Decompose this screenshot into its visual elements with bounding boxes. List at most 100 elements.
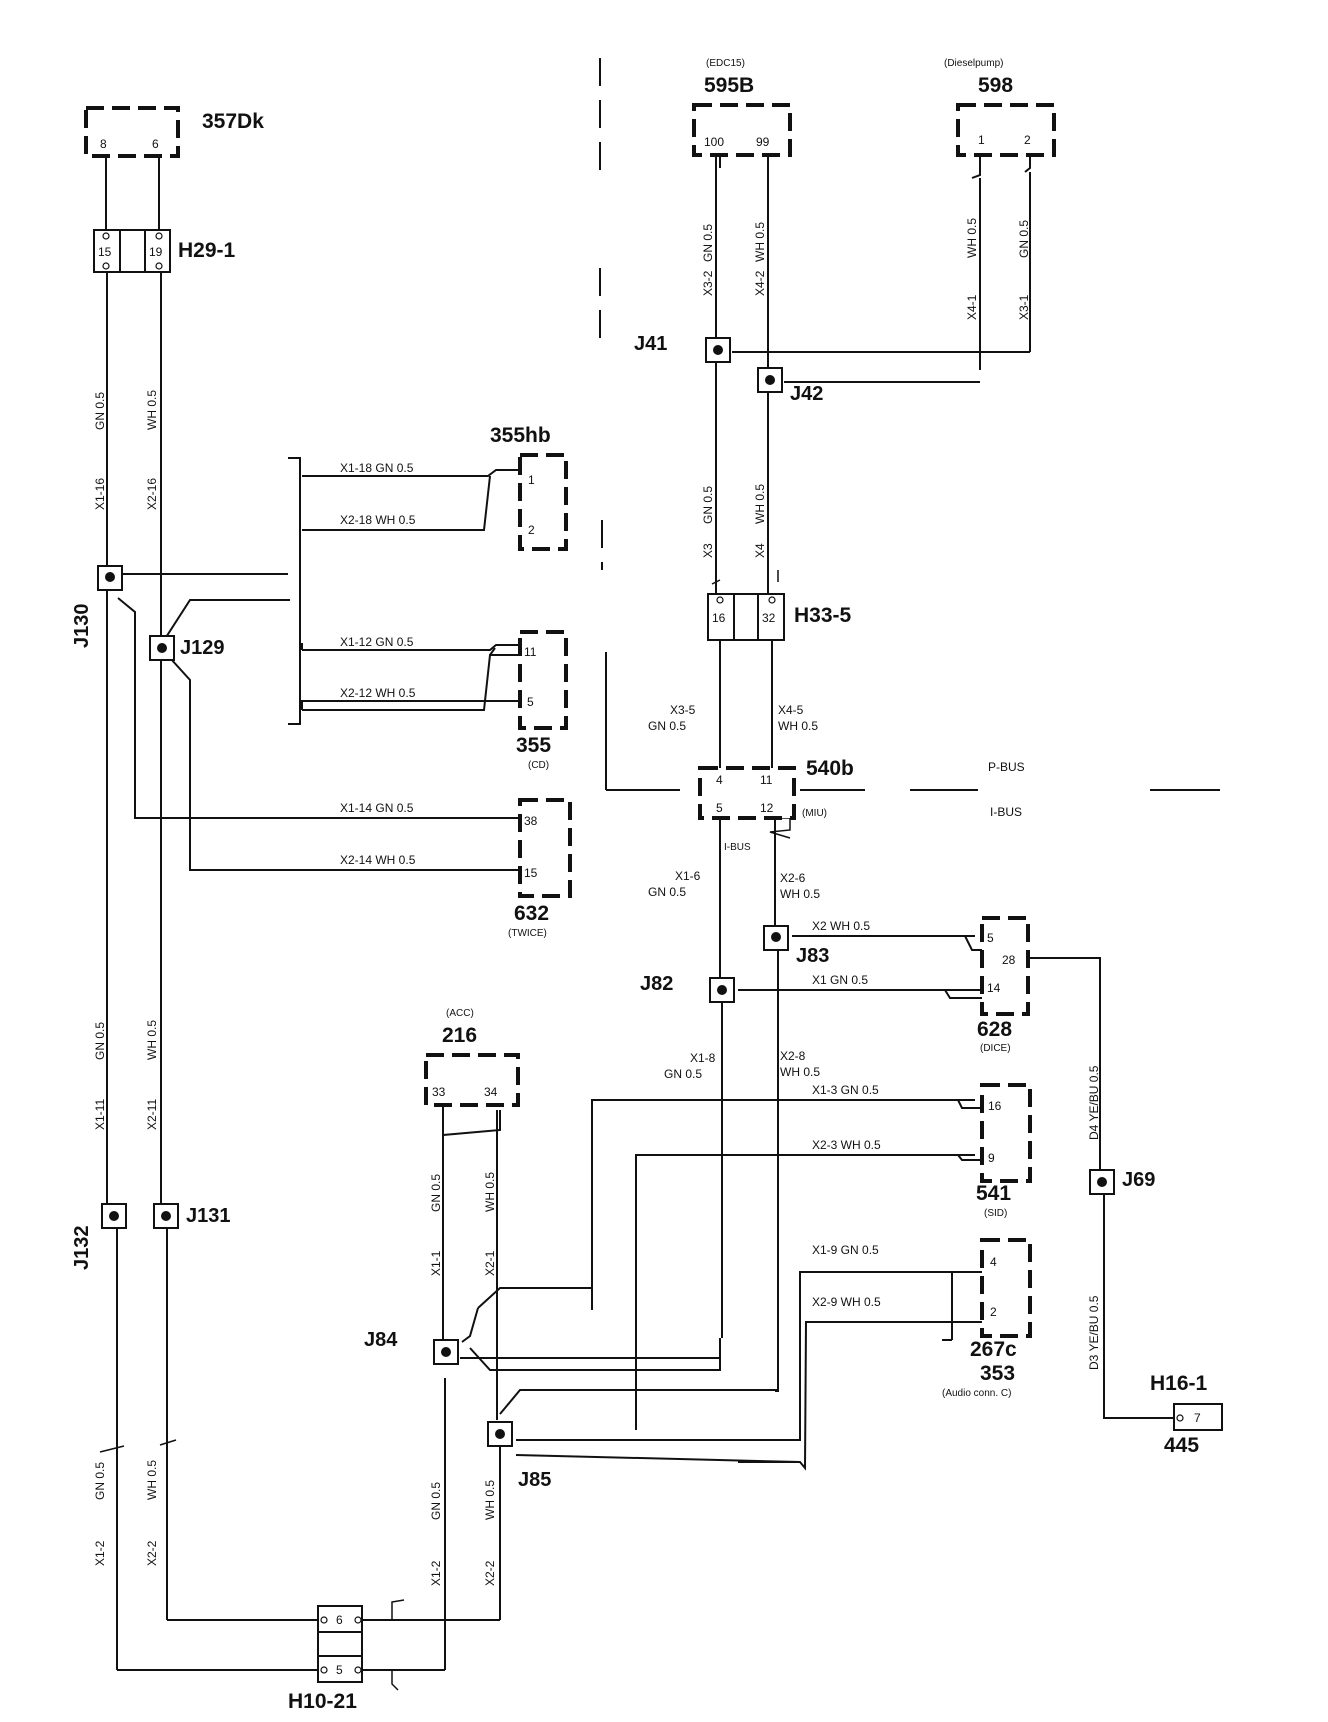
- pin-label: 6: [336, 1613, 343, 1627]
- pin-label: 4: [990, 1255, 997, 1269]
- i-bus-small-label: I-BUS: [724, 842, 751, 853]
- pin-label: 34: [484, 1085, 498, 1099]
- wire-label: X4: [753, 543, 767, 558]
- junction-label-j130: J130: [71, 604, 93, 649]
- component-label-628: 628: [977, 1018, 1012, 1041]
- wire-label: X2 WH 0.5: [812, 919, 870, 933]
- wire-label: GN 0.5: [701, 486, 715, 524]
- component-sub-216: (ACC): [446, 1008, 474, 1019]
- pin-label: 32: [762, 611, 776, 625]
- pin-label: 15: [524, 866, 538, 880]
- wire-label: WH 0.5: [965, 218, 979, 258]
- pin-label: 12: [760, 801, 774, 815]
- pin-label: 11: [524, 645, 537, 659]
- wire-label: D4 YE/BU 0.5: [1087, 1065, 1101, 1140]
- wire-label: GN 0.5: [648, 885, 686, 899]
- pin-label: 19: [149, 245, 163, 259]
- wire-label: X1-12 GN 0.5: [340, 635, 414, 649]
- connector-357dk: 8 6: [84, 106, 180, 158]
- wire-label: X2-16: [145, 478, 159, 510]
- wire-label: X4-1: [965, 294, 979, 320]
- wire-label: X3-1: [1017, 294, 1031, 320]
- wire-label: X1-1: [429, 1250, 443, 1276]
- component-sub-598: (Dieselpump): [944, 58, 1003, 69]
- pin-label: 6: [152, 137, 159, 151]
- connector-355hb: 1 2: [518, 453, 568, 551]
- junction-label-j69: J69: [1122, 1169, 1155, 1191]
- wire-label: WH 0.5: [145, 1460, 159, 1500]
- wire-label: X2-18 WH 0.5: [340, 513, 416, 527]
- component-sub-541: (SID): [984, 1208, 1007, 1219]
- pin-label: 2: [528, 523, 535, 537]
- wire-label: WH 0.5: [780, 887, 820, 901]
- junction-j132: [101, 1203, 127, 1229]
- bus-divider-vertical: [599, 58, 607, 790]
- wire-label: X1-2: [93, 1540, 107, 1566]
- pin-label: 5: [336, 1663, 343, 1677]
- component-sub-267c: (Audio conn. C): [942, 1388, 1011, 1399]
- wire-label: GN 0.5: [648, 719, 686, 733]
- wire-label: D3 YE/BU 0.5: [1087, 1295, 1101, 1370]
- pin-label: 4: [716, 773, 723, 787]
- junction-j85: [487, 1421, 513, 1447]
- wire-label: GN 0.5: [664, 1067, 702, 1081]
- wire-label: X2-14 WH 0.5: [340, 853, 416, 867]
- junction-label-j132: J132: [71, 1226, 93, 1271]
- wire-label: WH 0.5: [753, 484, 767, 524]
- component-label-445: 445: [1164, 1434, 1199, 1457]
- wire-label: X2-11: [145, 1099, 159, 1130]
- wire-label: GN 0.5: [429, 1482, 443, 1520]
- pin-label: 33: [432, 1085, 446, 1099]
- wire-label: X2-2: [145, 1540, 159, 1566]
- connector-632: 38 15: [518, 798, 572, 898]
- junction-label-j84: J84: [364, 1329, 398, 1351]
- component-sub-632: (TWICE): [508, 928, 547, 939]
- wire-label: GN 0.5: [701, 224, 715, 262]
- pin-label: 15: [98, 245, 112, 259]
- pin-label: 11: [760, 773, 773, 787]
- wire-label: X1-11: [93, 1099, 107, 1130]
- wire-label: X2-12 WH 0.5: [340, 686, 416, 700]
- plug-h16-1: 7: [1173, 1403, 1223, 1431]
- component-sub-628: (DICE): [980, 1043, 1011, 1054]
- junction-label-j85: J85: [518, 1469, 551, 1491]
- pin-label: 5: [527, 695, 534, 709]
- wire-label: X2-6: [780, 871, 806, 885]
- wire-label: X1-2: [429, 1560, 443, 1586]
- component-label-216: 216: [442, 1024, 477, 1047]
- wire-label: X3-5: [670, 703, 696, 717]
- junction-label-j41: J41: [634, 333, 667, 355]
- component-label-541: 541: [976, 1182, 1011, 1205]
- wire-label: WH 0.5: [753, 222, 767, 262]
- wire-label: X1-16: [93, 478, 107, 510]
- component-sub-595b: (EDC15): [706, 58, 745, 69]
- wire-label: WH 0.5: [778, 719, 818, 733]
- junction-j84: [433, 1339, 459, 1365]
- component-label-h33-5: H33-5: [794, 604, 852, 627]
- wire-label: GN 0.5: [429, 1174, 443, 1212]
- wire-label: X4-5: [778, 703, 804, 717]
- pin-label: 99: [756, 135, 770, 149]
- pin-label: 1: [528, 473, 535, 487]
- junction-j131: [153, 1203, 179, 1229]
- wire-label: X1-14 GN 0.5: [340, 801, 414, 815]
- pin-label: 1: [978, 133, 985, 147]
- pin-label: 2: [1024, 133, 1031, 147]
- junction-j41: [705, 337, 731, 363]
- junction-j130: [97, 565, 123, 591]
- wire-label: X2-3 WH 0.5: [812, 1138, 881, 1152]
- wire-label: X1-6: [675, 869, 701, 883]
- wire-label: X3-2: [701, 270, 715, 296]
- wire-label: WH 0.5: [483, 1172, 497, 1212]
- component-label-h29-1: H29-1: [178, 239, 236, 262]
- component-label-355: 355: [516, 734, 551, 757]
- p-bus-label: P-BUS: [988, 760, 1025, 774]
- pin-label: 28: [1002, 953, 1016, 967]
- plug-h10-21: 6 5: [317, 1605, 363, 1683]
- pin-label: 16: [988, 1099, 1002, 1113]
- component-label-595b: 595B: [704, 74, 754, 97]
- junction-j69: [1089, 1169, 1115, 1195]
- pin-label: 100: [704, 135, 724, 149]
- junction-label-j129: J129: [180, 637, 225, 659]
- component-sub-355: (CD): [528, 760, 549, 771]
